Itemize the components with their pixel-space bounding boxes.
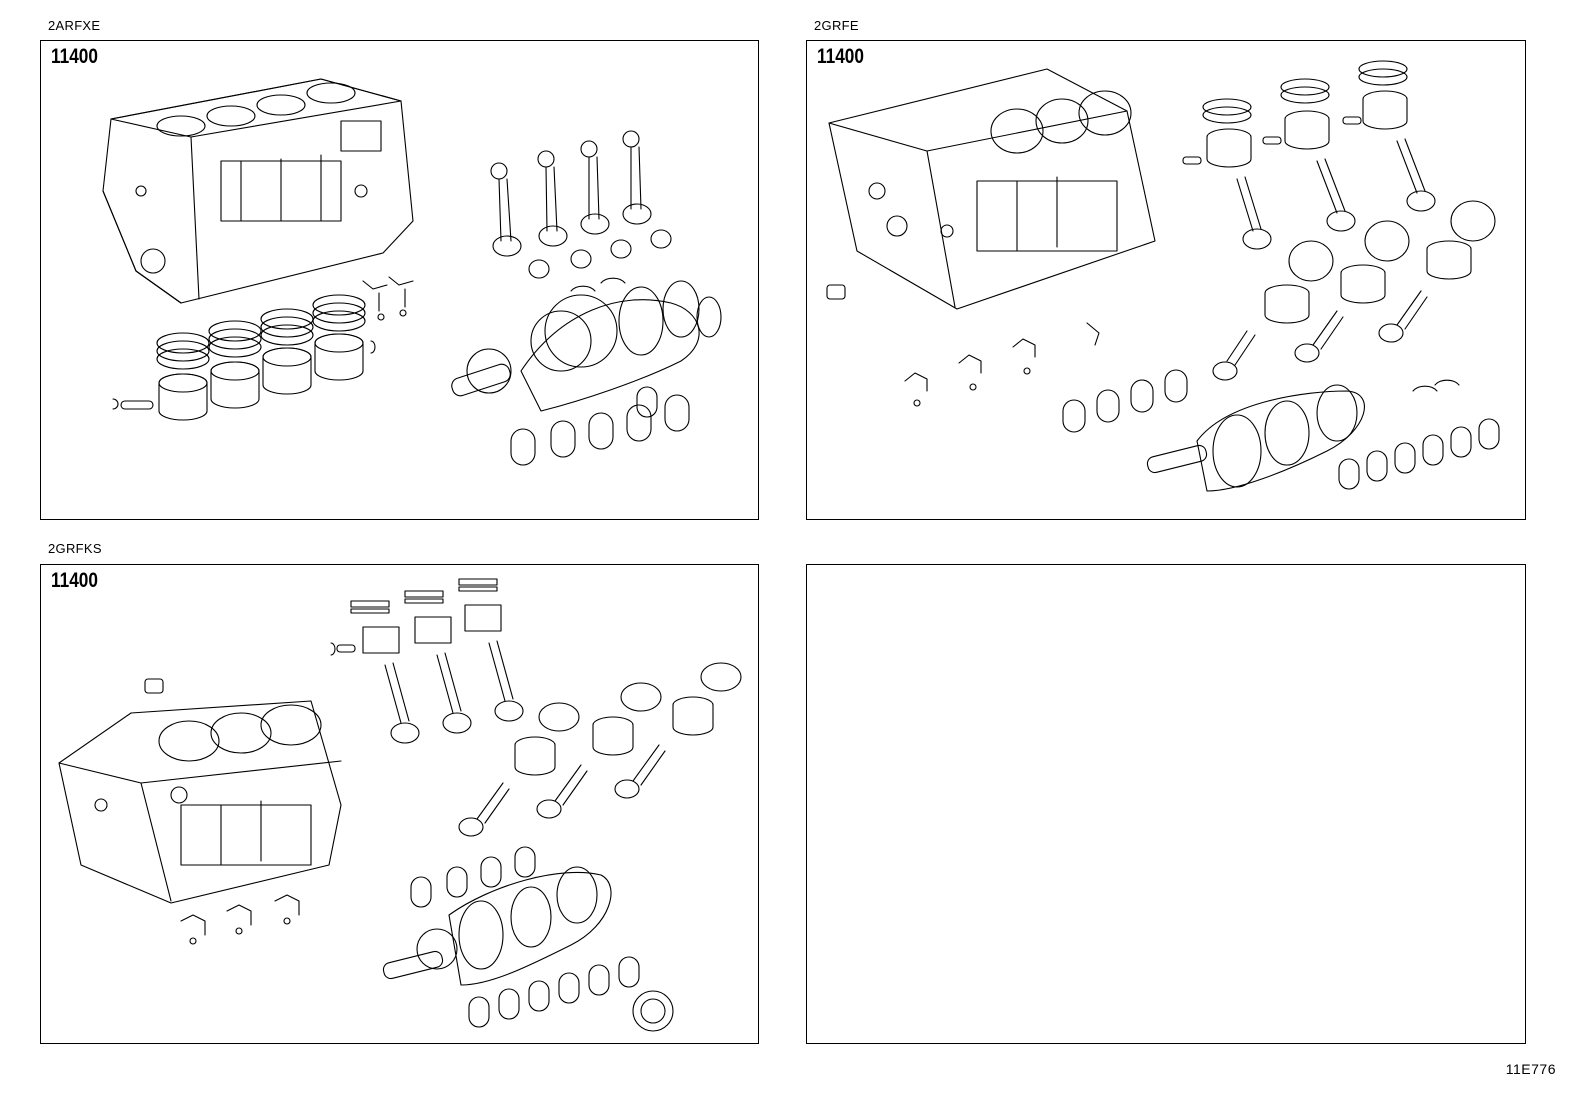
cylinder-block-illustration (58, 578, 742, 1032)
crankshaft (1146, 384, 1365, 492)
part-number[interactable]: 11400 (51, 569, 98, 592)
piston-set (112, 294, 376, 421)
cylinder-block-illustration (826, 60, 1500, 492)
oil-jets (904, 338, 1036, 407)
engine-label-2grfe: 2GRFE (814, 18, 859, 33)
oil-jets (180, 894, 300, 945)
part-number[interactable]: 11400 (51, 45, 98, 68)
cylinder-block-illustration (102, 78, 722, 466)
connecting-rods (384, 640, 666, 837)
oil-jets (362, 276, 414, 321)
panel-empty (806, 564, 1526, 1044)
main-bearings (1062, 369, 1500, 490)
engine-block (58, 678, 342, 904)
crankshaft (451, 280, 722, 412)
piston-set (1182, 60, 1496, 324)
engine-label-2grfks: 2GRFKS (48, 541, 102, 556)
part-number[interactable]: 11400 (817, 45, 864, 68)
connecting-rods (1212, 138, 1436, 381)
main-bearings (510, 386, 690, 466)
engine-block (102, 78, 414, 304)
panel-2grfe: 11400 (806, 40, 1526, 520)
panel-2grfks: 11400 (40, 564, 759, 1044)
panel-2arfxe: 11400 (40, 40, 759, 520)
main-bearings (410, 846, 674, 1032)
diagram-code: 11E776 (1505, 1061, 1556, 1077)
engine-label-2arfxe: 2ARFXE (48, 18, 101, 33)
crankshaft (382, 866, 612, 986)
connecting-rods (490, 130, 672, 292)
piston-set (330, 578, 742, 776)
engine-block (826, 68, 1156, 346)
